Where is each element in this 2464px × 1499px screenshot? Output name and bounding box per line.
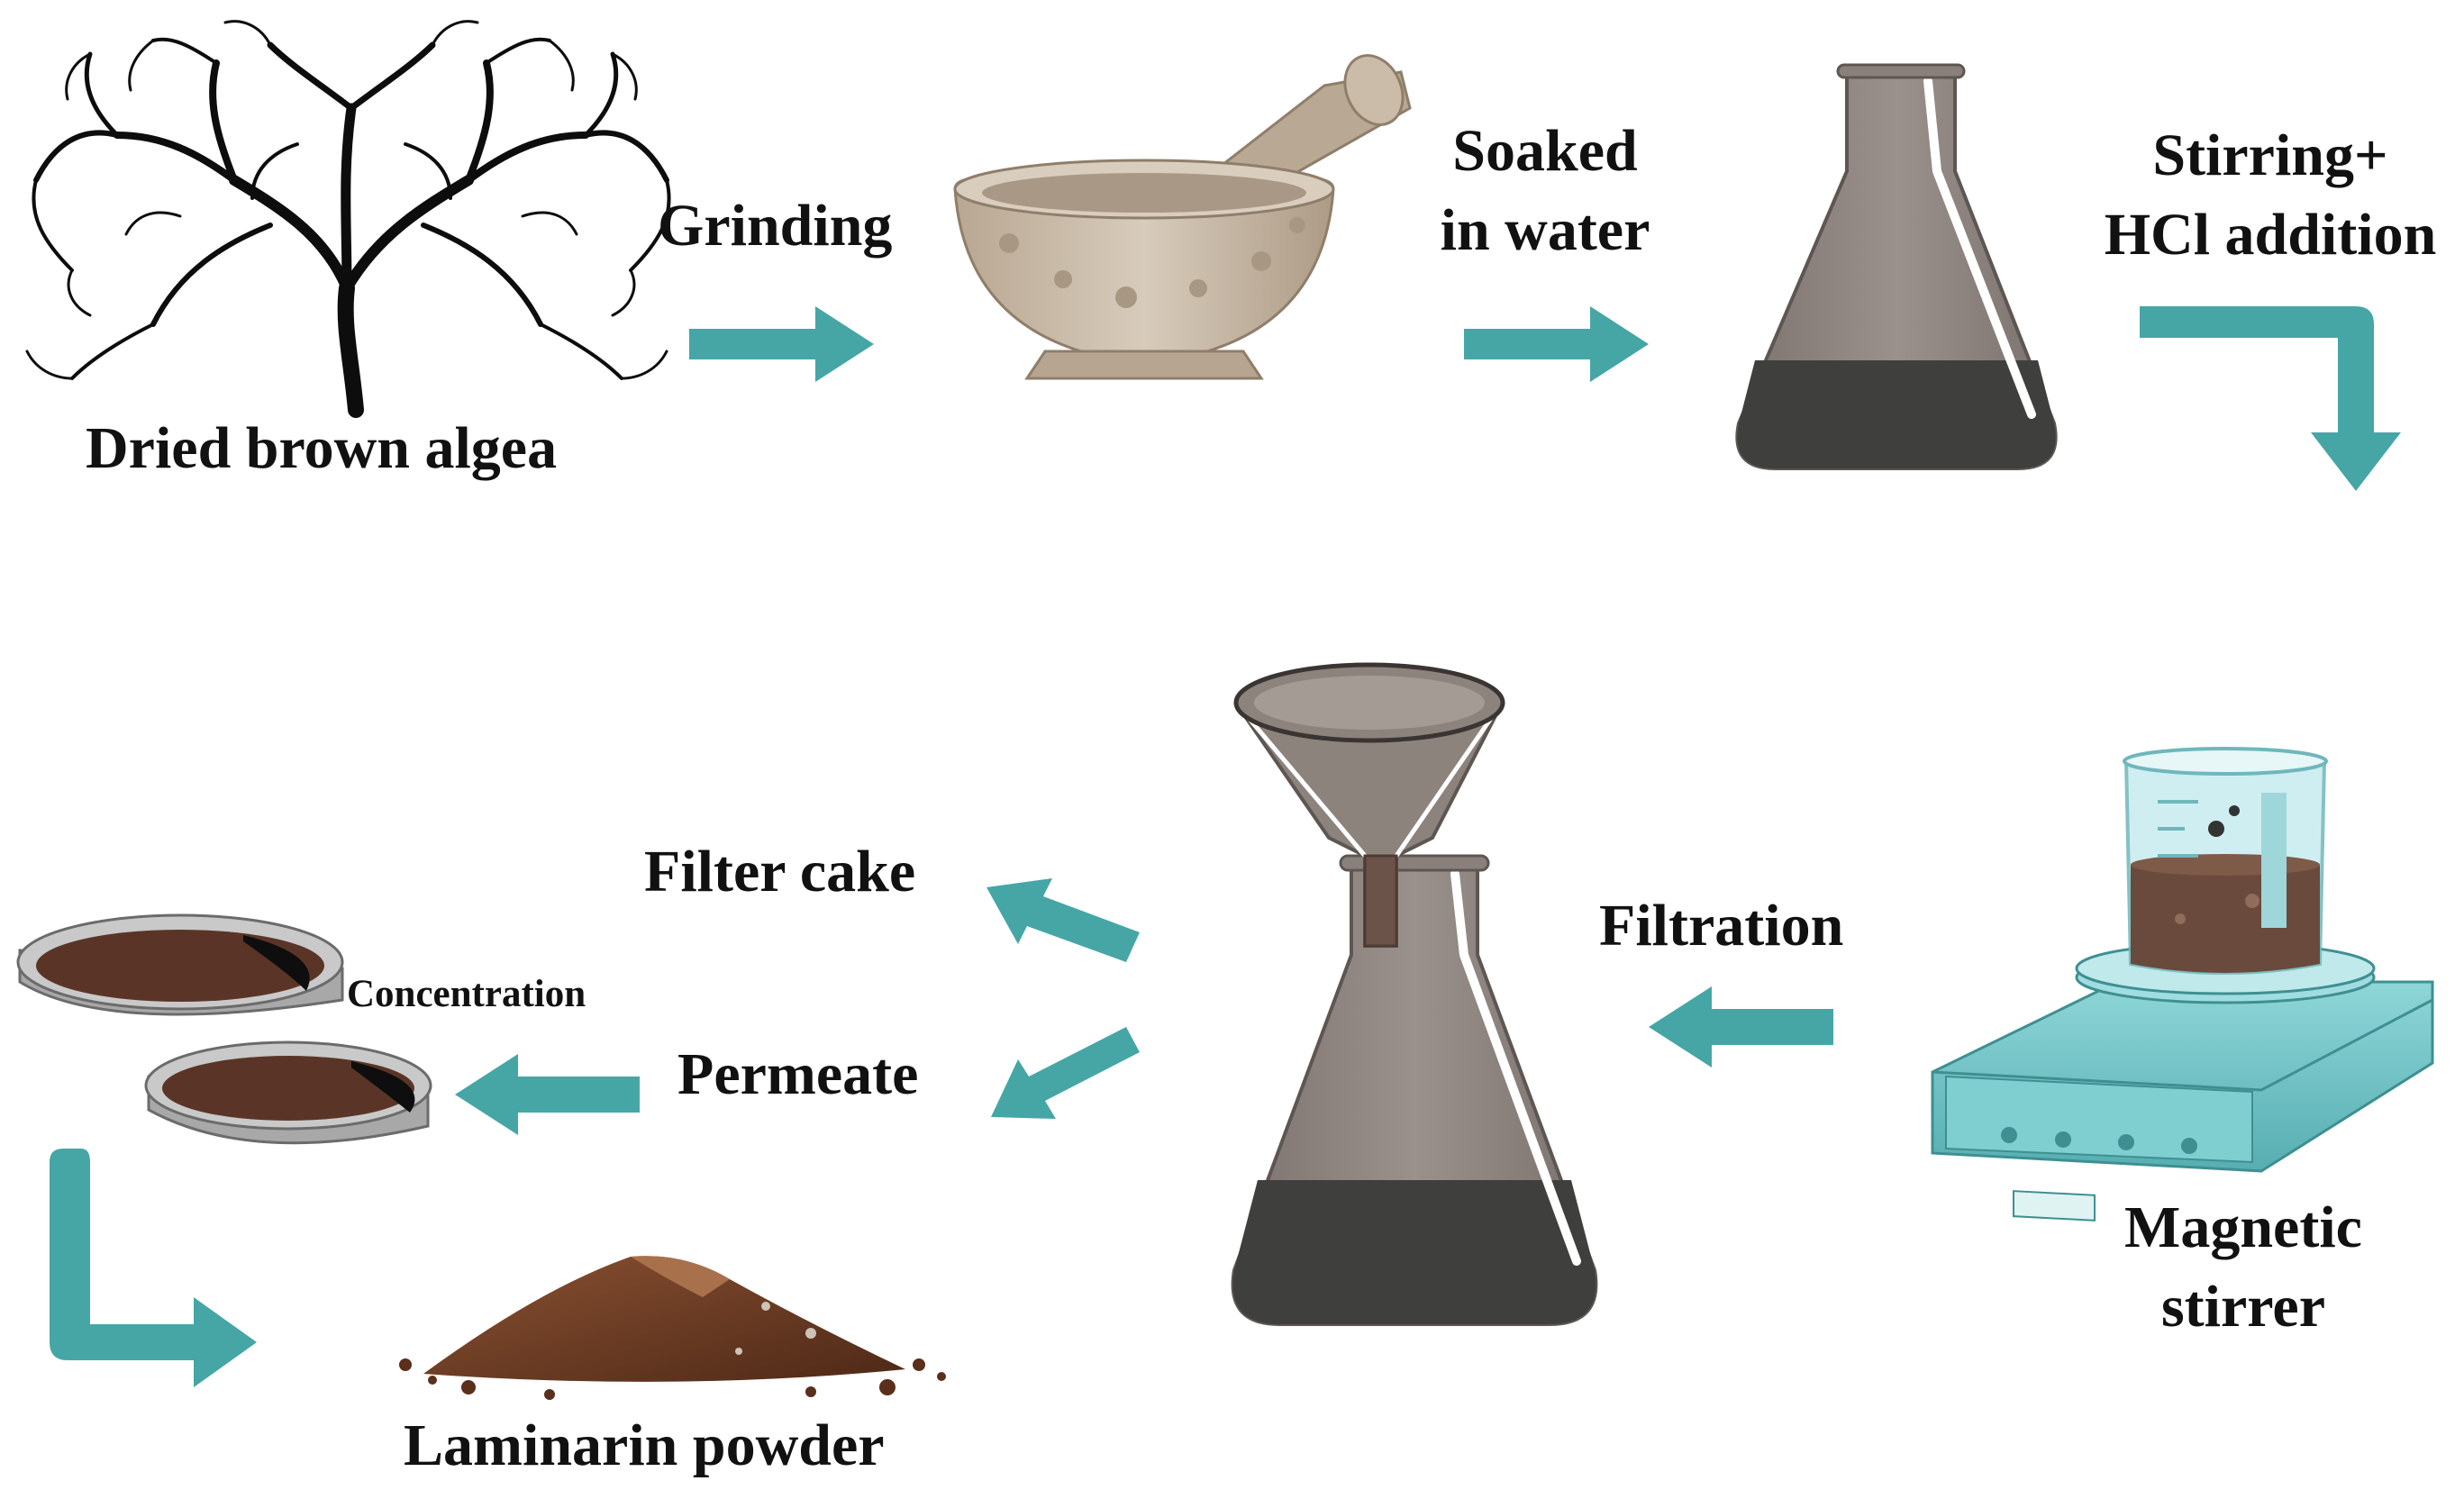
conical-flask-icon — [1735, 63, 2058, 470]
grinding-label: Grinding — [658, 193, 893, 259]
concentration-label: Concentration — [347, 973, 586, 1015]
petri-dishes-icon — [16, 913, 432, 1145]
stirring-label: Stirring+ HCl addition — [2090, 126, 2450, 265]
filter-cake-label: Filter cake — [644, 839, 916, 904]
stirring-label-line2: HCl addition — [2104, 202, 2437, 268]
magnetic-stirrer-label: Magnetic stirrer — [2090, 1198, 2396, 1337]
arrow-filtration — [1649, 986, 1833, 1067]
magnetic-label-line1: Magnetic — [2124, 1195, 2362, 1260]
dried-algae-label: Dried brown algea — [86, 415, 558, 481]
laminarin-label: Laminarin powder — [404, 1413, 885, 1478]
soaked-label: Soaked in water — [1423, 122, 1667, 260]
arrow-concentration — [455, 1054, 640, 1135]
arrow-stirring-bend — [2140, 306, 2401, 491]
laminarin-powder-icon — [399, 1256, 946, 1400]
permeate-label: Permeate — [677, 1041, 919, 1107]
arrow-grinding — [689, 306, 874, 382]
arrow-laminarin-bend — [50, 1149, 257, 1387]
mortar-pestle-icon — [953, 54, 1412, 380]
soaked-label-line2: in water — [1440, 197, 1650, 263]
soaked-label-line1: Soaked — [1452, 118, 1638, 184]
arrow-permeate — [991, 1027, 1140, 1119]
dried-algae-icon — [25, 20, 671, 418]
magnetic-label-line2: stirrer — [2161, 1274, 2325, 1340]
arrow-filter-cake — [987, 878, 1140, 962]
arrow-soaked — [1464, 306, 1649, 382]
magnetic-stirrer-icon — [1931, 747, 2434, 1222]
filtration-label: Filtration — [1599, 893, 1844, 958]
stirring-label-line1: Stirring+ — [2152, 123, 2388, 188]
filtration-flask-icon — [1231, 662, 1598, 1326]
